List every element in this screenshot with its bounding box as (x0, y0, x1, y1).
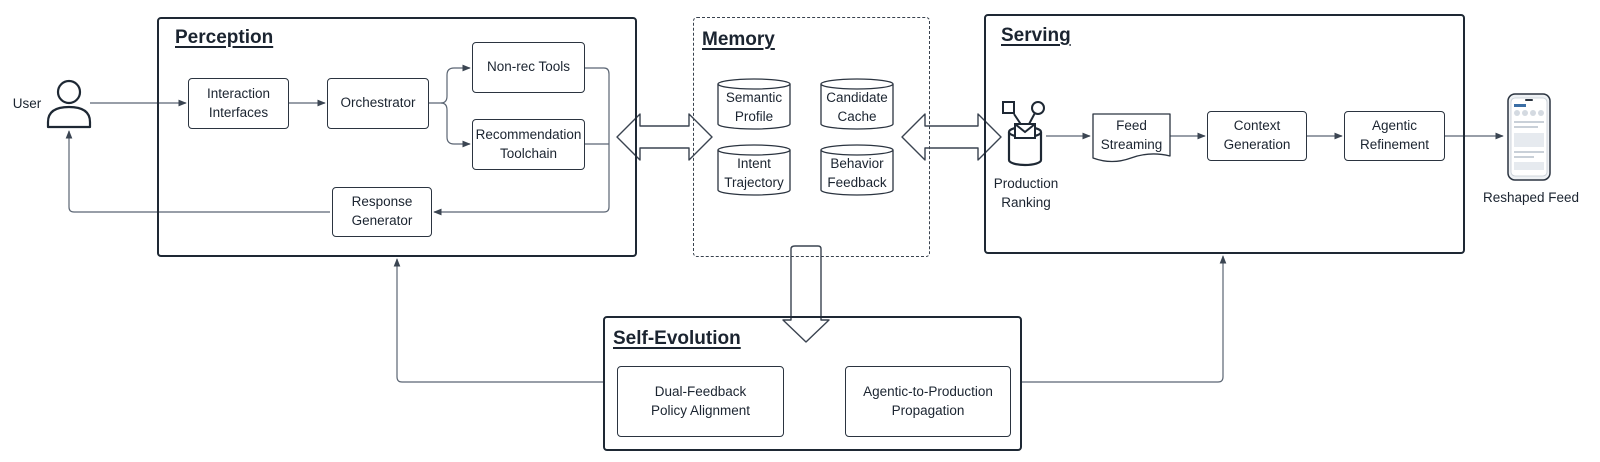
dual-feedback-box[interactable]: Dual-Feedback Policy Alignment (617, 366, 784, 437)
arrow-orchestrator-to-toolchain (440, 102, 471, 148)
agentic-refinement-box[interactable]: Agentic Refinement (1344, 111, 1445, 161)
recommendation-toolchain-box[interactable]: Recommendation Toolchain (472, 119, 585, 170)
memory-panel (693, 17, 930, 257)
semantic-profile-cylinder[interactable]: Semantic Profile (717, 78, 791, 130)
arrow-evolution-to-serving (1022, 255, 1227, 383)
feed-streaming-box[interactable]: Feed Streaming (1092, 113, 1171, 165)
user-icon[interactable] (44, 78, 94, 130)
feed-streaming-label: Feed Streaming (1100, 118, 1163, 152)
user-label: User (12, 96, 42, 111)
behavior-feedback-label: Behavior Feedback (827, 156, 887, 190)
candidate-cache-label: Candidate Cache (826, 90, 888, 124)
arrow-response-to-user (65, 130, 330, 213)
self-evolution-panel (603, 316, 1022, 451)
double-arrow-memory-serving (901, 113, 1002, 161)
interaction-interfaces-box[interactable]: Interaction Interfaces (188, 78, 289, 129)
memory-title: Memory (702, 29, 775, 50)
non-rec-tools-box[interactable]: Non-rec Tools (472, 42, 585, 93)
context-generation-box[interactable]: Context Generation (1207, 111, 1307, 161)
semantic-profile-label: Semantic Profile (725, 90, 783, 124)
production-ranking-label: Production Ranking (993, 176, 1059, 210)
arrow-orchestrator-to-nonrec (429, 64, 471, 104)
behavior-feedback-cylinder[interactable]: Behavior Feedback (820, 144, 894, 196)
serving-title: Serving (1001, 25, 1071, 46)
intent-trajectory-label: Intent Trajectory (724, 156, 784, 190)
serving-panel (984, 14, 1465, 254)
down-arrow-memory-to-evolution (782, 245, 830, 343)
arrow-evolution-to-perception (393, 258, 603, 383)
reshaped-feed-label: Reshaped Feed (1482, 190, 1580, 205)
perception-title: Perception (175, 27, 274, 48)
intent-trajectory-cylinder[interactable]: Intent Trajectory (717, 144, 791, 196)
self-evolution-title: Self-Evolution (613, 328, 741, 349)
phone-feed-icon[interactable] (1506, 93, 1552, 181)
perception-panel (157, 17, 637, 257)
agentic-to-production-box[interactable]: Agentic-to-Production Propagation (845, 366, 1011, 437)
ranking-db-icon[interactable] (1000, 100, 1052, 170)
candidate-cache-cylinder[interactable]: Candidate Cache (820, 78, 894, 130)
response-generator-box[interactable]: Response Generator (332, 187, 432, 237)
arrow-nonrec-to-response (433, 67, 610, 216)
double-arrow-perception-memory (616, 113, 713, 161)
orchestrator-box[interactable]: Orchestrator (327, 78, 429, 129)
